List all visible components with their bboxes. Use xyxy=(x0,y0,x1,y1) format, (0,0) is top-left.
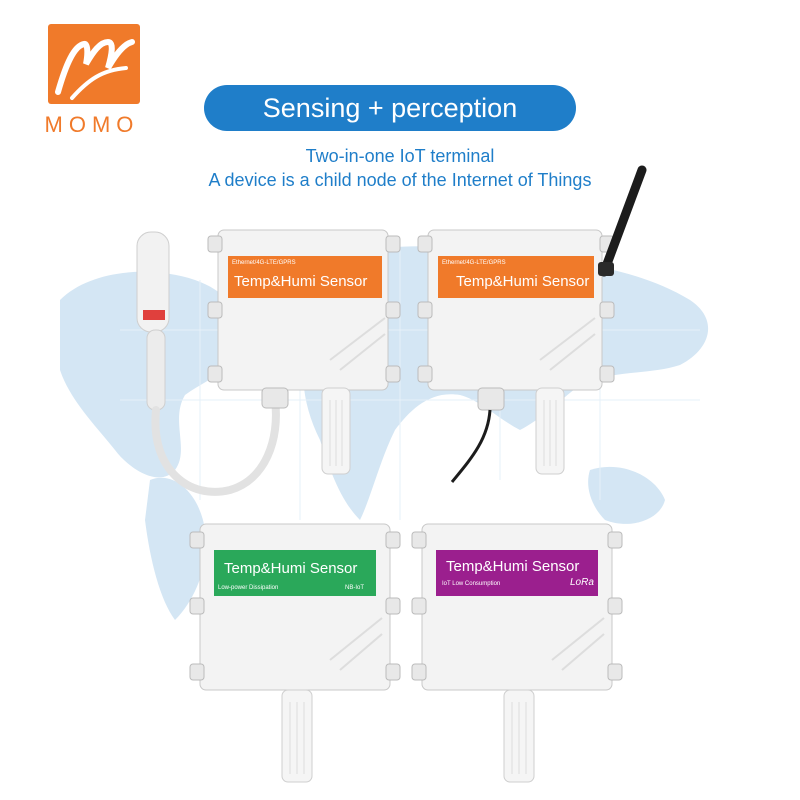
device-4-feature-label: IoT Low Consumption xyxy=(442,581,501,587)
headline-banner: Sensing + perception xyxy=(204,85,576,131)
device-3-network-label: NB-IoT xyxy=(345,585,365,591)
headline-text: Sensing + perception xyxy=(262,92,518,123)
m-letter-mark-icon xyxy=(55,38,135,100)
brand-logo xyxy=(48,24,140,108)
device-1-title: Temp&Humi Sensor xyxy=(234,273,368,290)
device-1-network-label: Ethernet/4G-LTE/GPRS xyxy=(232,260,296,266)
device-4-title: Temp&Humi Sensor xyxy=(446,558,580,575)
device-4-network-label: LoRa xyxy=(570,577,594,588)
device-3-title: Temp&Humi Sensor xyxy=(224,560,358,577)
device-3-feature-label: Low-power Dissipation xyxy=(218,585,279,591)
brand-name: MOMO xyxy=(44,112,140,137)
subtitle-line-2: A device is a child node of the Internet… xyxy=(208,170,592,190)
subtitle-line-1: Two-in-one IoT terminal xyxy=(305,146,495,166)
device-2-network-label: Ethernet/4G-LTE/GPRS xyxy=(442,260,506,266)
device-2-title: Temp&Humi Sensor xyxy=(456,273,590,290)
